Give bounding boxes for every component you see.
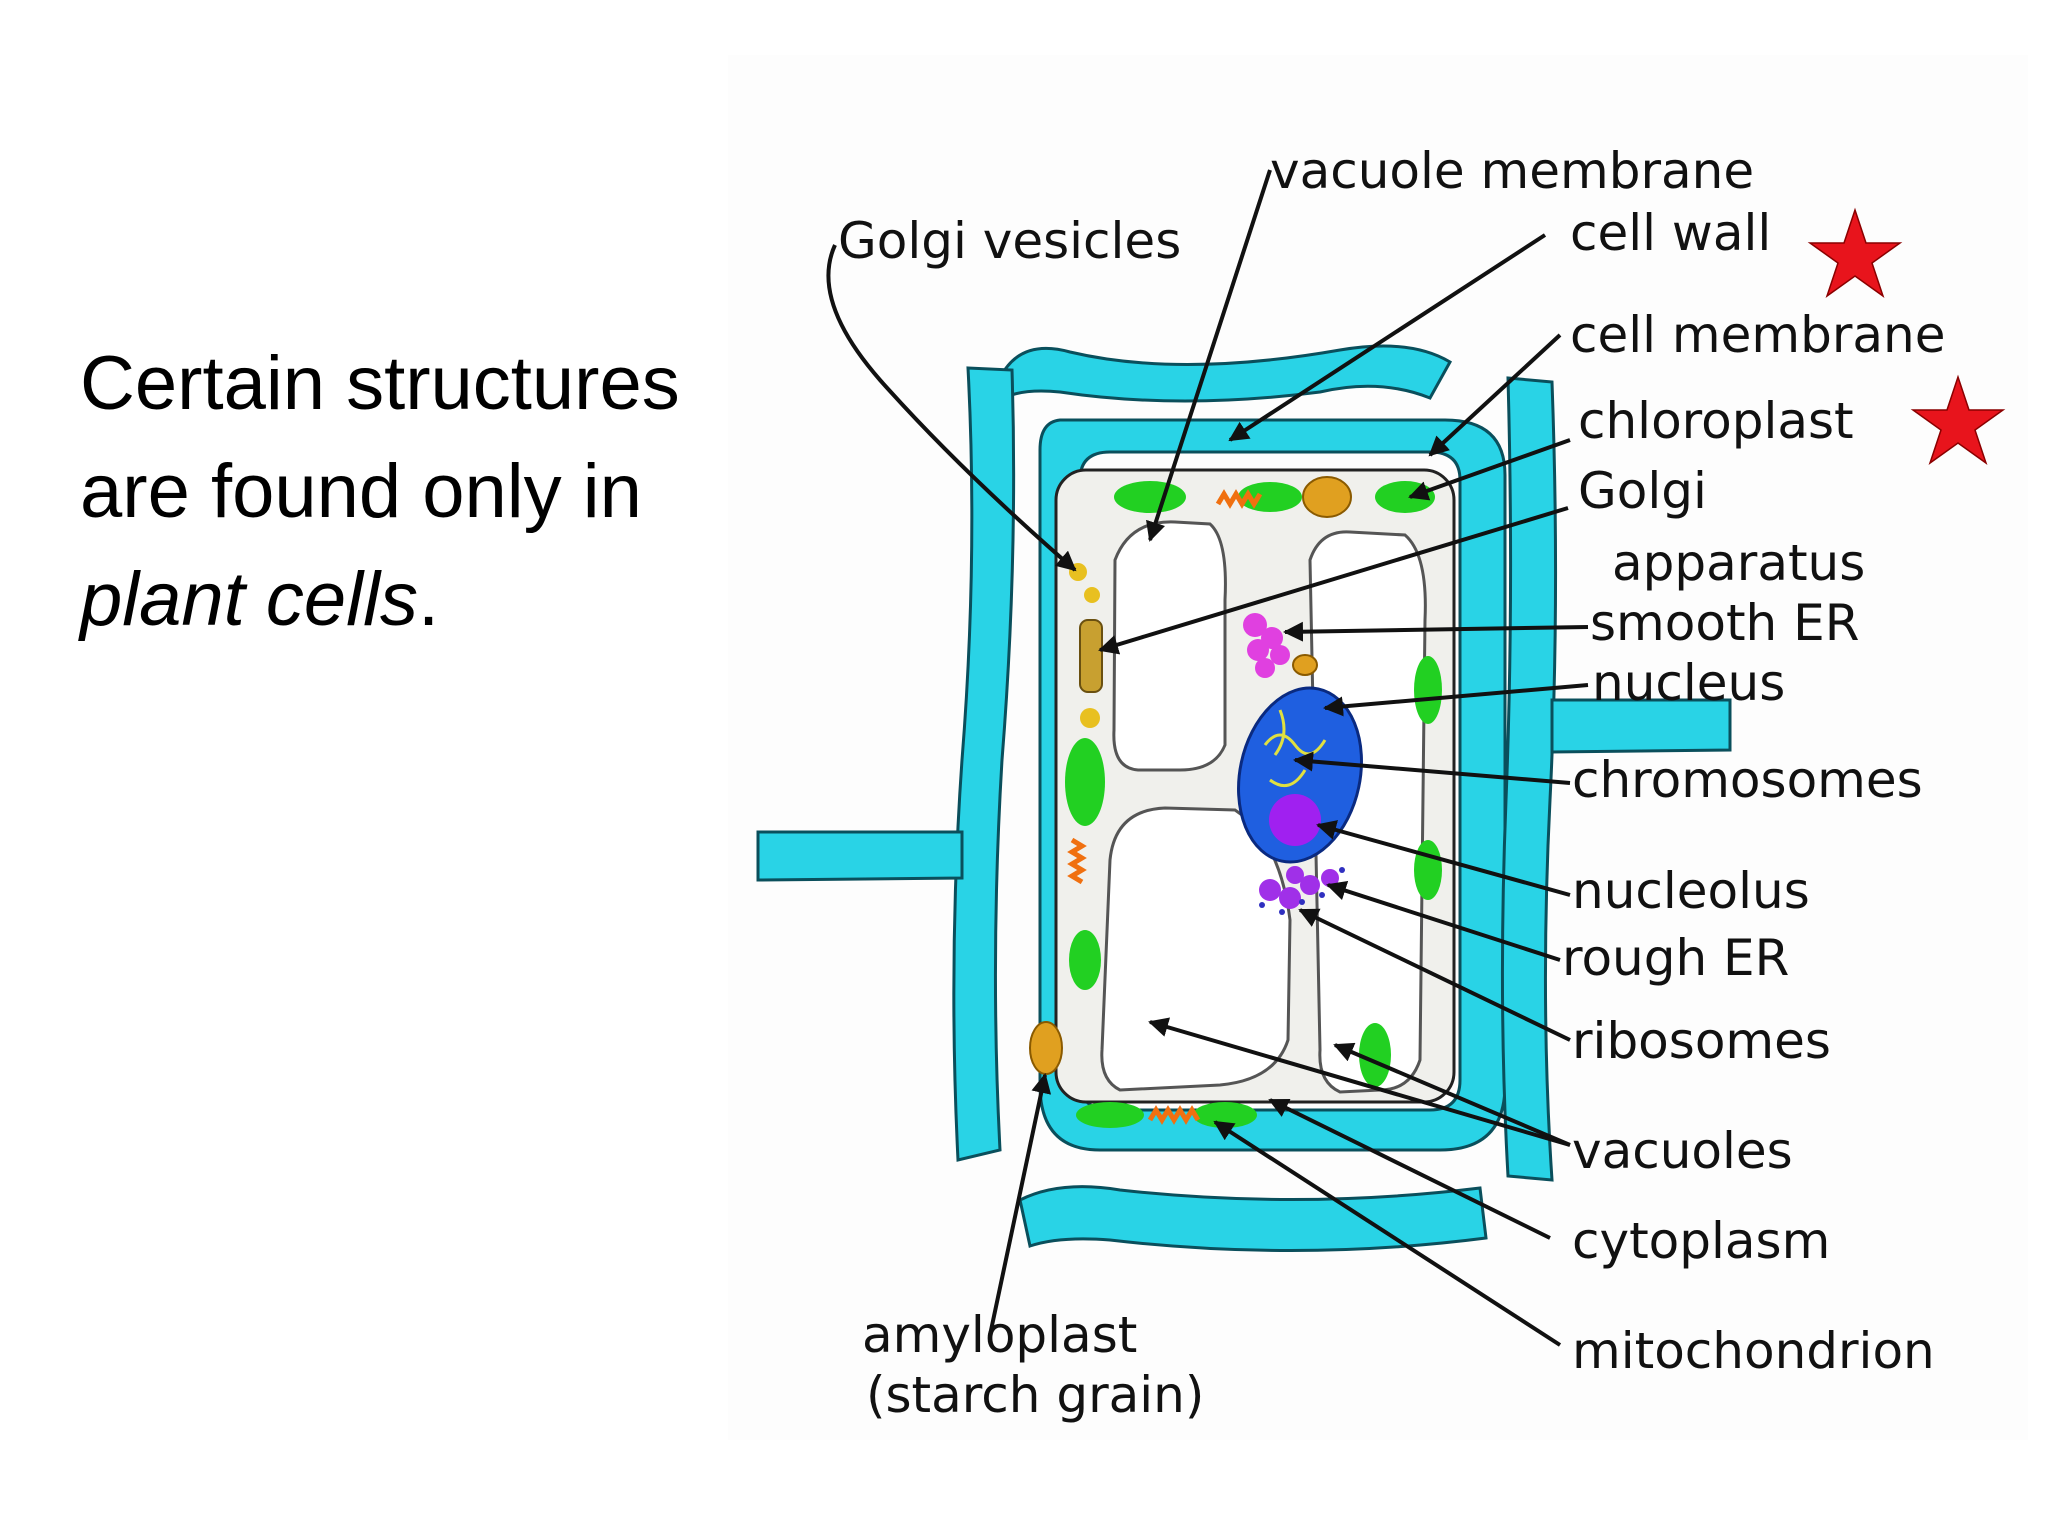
bottom-wall [1018, 1185, 1488, 1252]
label-mitochondrion: mitochondrion [1572, 1322, 1935, 1380]
mitochondria [1067, 489, 1263, 1125]
label-golgi-apparatus-line1: Golgi [1578, 462, 1707, 520]
leader-smooth-er [1283, 621, 1589, 642]
golgi-stack [1079, 619, 1103, 693]
nucleolus-shape [1269, 794, 1321, 846]
leader-nucleolus [1316, 820, 1571, 897]
slide-text-main: Certain structures are found only in [80, 341, 680, 534]
slide-text-emphasis: plant cells [80, 557, 418, 642]
leader-vacuoles-b [1333, 1042, 1571, 1147]
leader-cell-wall [1228, 233, 1547, 442]
amyloplast-shape [1302, 476, 1352, 518]
leader-lines [826, 169, 1589, 1347]
slide-text-end: . [417, 557, 440, 642]
amyloplast-shape [1029, 1021, 1063, 1075]
ribosomes-shape [1259, 867, 1345, 915]
label-golgi-apparatus-line2: apparatus [1612, 534, 1865, 592]
amyloplasts [1029, 476, 1352, 1075]
label-vacuole-membrane: vacuole membrane [1270, 142, 1754, 200]
label-smooth-er: smooth ER [1590, 594, 1859, 652]
chloroplast-shape [1375, 481, 1435, 513]
golgi-vesicle [1084, 587, 1100, 603]
chloroplast-shape [1359, 1023, 1391, 1087]
label-chromosomes: chromosomes [1572, 751, 1923, 809]
label-golgi-vesicles: Golgi vesicles [838, 212, 1181, 270]
leader-chromosomes [1293, 751, 1571, 785]
vacuole-upper [1112, 520, 1227, 772]
leader-amyloplast [988, 1073, 1052, 1336]
golgi-vesicle [1080, 708, 1100, 728]
chloroplast-shape [1193, 1102, 1257, 1128]
leader-golgi-vesicles [826, 244, 1077, 572]
star-icon [1910, 374, 2006, 465]
leader-chloroplast [1408, 438, 1571, 501]
leader-rough-er [1326, 881, 1561, 962]
label-cell-wall: cell wall [1570, 204, 1771, 262]
vacuole-right [1308, 530, 1427, 1094]
label-chloroplast: chloroplast [1578, 392, 1854, 450]
chloroplast-shape [1414, 840, 1442, 900]
label-amyloplast-line2: (starch grain) [866, 1366, 1204, 1424]
left-arm-wall [756, 830, 964, 882]
label-vacuoles: vacuoles [1572, 1122, 1793, 1180]
smooth-er-shape [1243, 613, 1290, 678]
label-rough-er: rough ER [1562, 929, 1789, 987]
label-nucleolus: nucleolus [1572, 862, 1810, 920]
chloroplast-shape [1076, 1102, 1144, 1128]
star-icon [1807, 207, 1903, 298]
mitochondrion-shape [1215, 489, 1263, 509]
leader-mitochondrion [1213, 1120, 1562, 1347]
chloroplast-shape [1065, 738, 1105, 826]
leader-vacuole-membrane [1146, 169, 1272, 542]
label-nucleus: nucleus [1592, 654, 1785, 712]
slide-text: Certain structures are found only in pla… [80, 330, 700, 654]
leader-golgi-apparatus [1098, 506, 1569, 655]
mitochondrion-shape [1147, 1105, 1201, 1125]
label-ribosomes: ribosomes [1572, 1012, 1831, 1070]
diagram-labels: Golgi vesicles vacuole membrane cell wal… [838, 142, 1946, 1424]
amyloplast-shape [1292, 654, 1318, 676]
leader-cell-membrane [1428, 333, 1562, 457]
chloroplast-shape [1069, 930, 1101, 990]
leader-cytoplasm [1268, 1098, 1551, 1240]
chloroplast-shape [1114, 481, 1186, 513]
label-cell-membrane: cell membrane [1570, 306, 1946, 364]
label-amyloplast-line1: amyloplast [862, 1306, 1137, 1364]
leader-vacuoles-a [1148, 1017, 1571, 1147]
nucleus-shape [1237, 686, 1363, 864]
highlight-stars [1807, 207, 2006, 465]
leader-ribosomes [1298, 908, 1571, 1042]
leader-nucleus [1323, 683, 1589, 717]
chromosome-strands [1263, 709, 1327, 788]
right-arm-wall [1550, 698, 1732, 754]
top-wall [998, 344, 1453, 403]
label-cytoplasm: cytoplasm [1572, 1212, 1830, 1270]
chloroplast-shape [1414, 656, 1442, 724]
mitochondrion-shape [1067, 837, 1087, 885]
left-wall [952, 366, 1016, 1162]
